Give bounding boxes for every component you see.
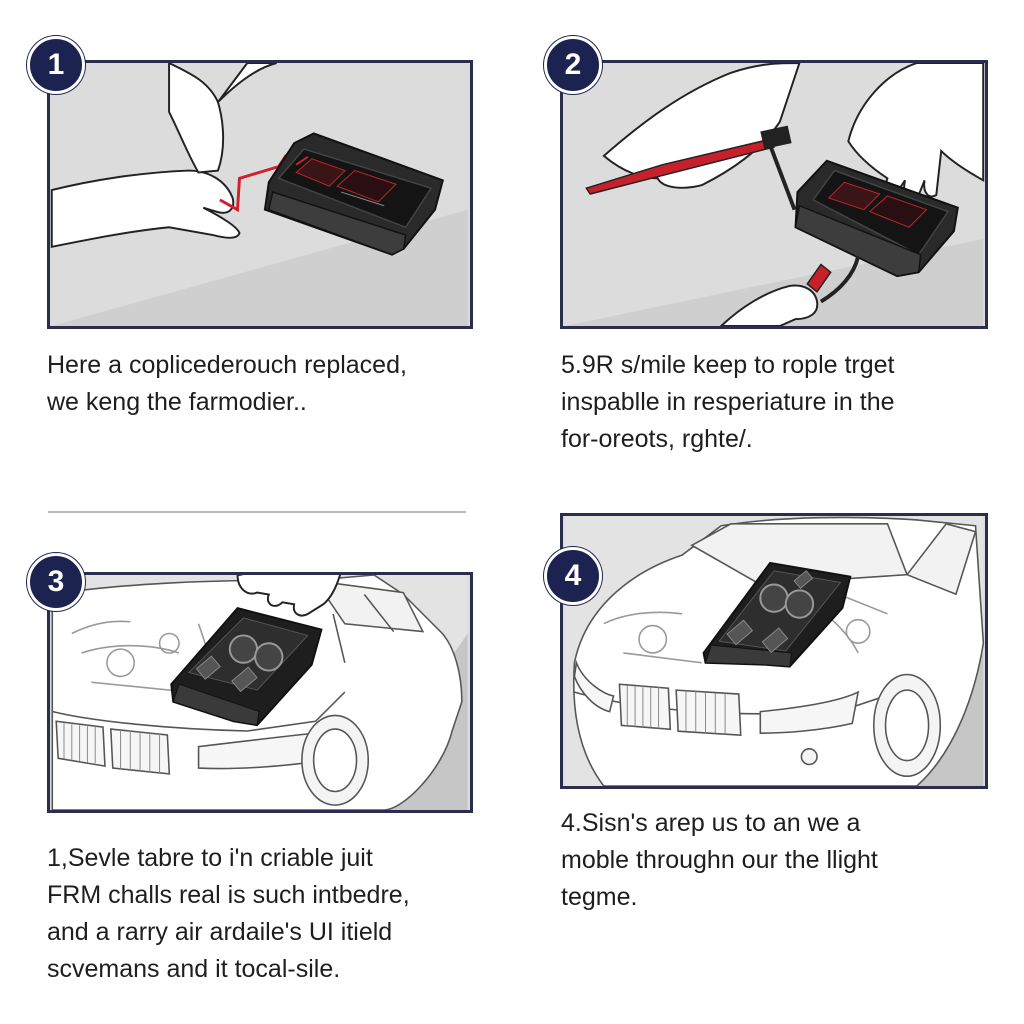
probe-icon [806,256,860,304]
step-2-number-badge: 2 [544,36,602,94]
control-module-icon [170,607,323,727]
hand-icon [719,284,819,326]
step-2-caption: 5.9R s/mile keep to rople trget inspabll… [561,351,895,453]
step-4-illustration [560,513,988,789]
hand-icon [847,63,985,203]
screwdriver-icon [585,125,797,211]
hand-icon [236,575,342,617]
step-4-number-badge: 4 [544,547,602,605]
step-3-caption: 1,Sevle tabre to i'n criable juit FRM ch… [47,844,410,983]
step-1-number-badge: 1 [27,36,85,94]
control-module-icon [263,132,445,256]
step-4-caption: 4.Sisn's arep us to an we a moble throug… [561,809,878,911]
step-2-illustration [560,60,988,329]
control-module-icon [794,159,959,278]
step-3-illustration [47,572,473,813]
step-1-caption: Here a coplicederouch replaced, we keng … [47,351,407,416]
hand-icon [50,63,277,248]
divider [48,511,466,513]
control-module-icon [702,561,852,668]
step-3-number-badge: 3 [27,553,85,611]
step-1-illustration [47,60,473,329]
